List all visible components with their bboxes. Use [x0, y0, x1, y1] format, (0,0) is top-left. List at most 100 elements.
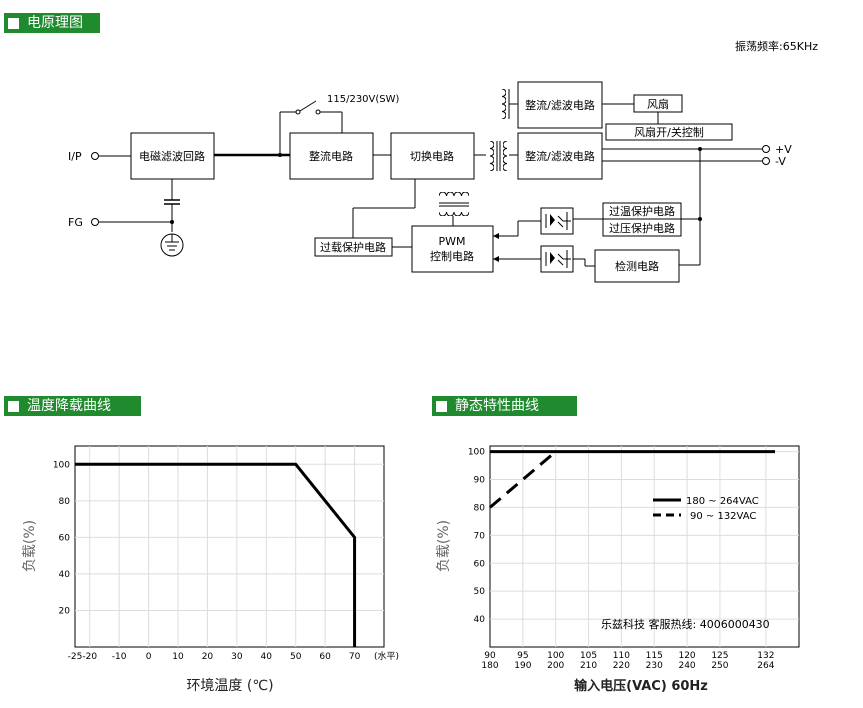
derating-curve — [75, 462, 357, 647]
fan-label: 风扇 — [647, 97, 669, 111]
x-tick-label: 132 — [757, 651, 774, 661]
x-tick-label: 120 — [678, 651, 695, 661]
derating-x-unit-note: (水平) — [374, 650, 399, 662]
y-tick-label: 80 — [474, 503, 486, 513]
pwm-label-line2: 控制电路 — [430, 249, 474, 263]
pwm-block — [411, 225, 494, 273]
emi-filter-label: 电磁滤波回路 — [139, 150, 205, 163]
header-square-icon — [8, 400, 19, 412]
input-terminal — [91, 152, 99, 160]
y-tick-label: 100 — [468, 448, 485, 458]
ground-icon — [160, 233, 184, 257]
transformer-icon — [489, 141, 508, 171]
detect-label: 检测电路 — [615, 259, 659, 273]
x-tick-label: 115 — [646, 651, 663, 661]
y-tick-label: 80 — [59, 497, 71, 507]
oscillation-frequency: 振荡频率:65KHz — [735, 39, 818, 53]
rect-filter-main-block — [517, 132, 603, 180]
y-tick-label: 20 — [59, 606, 71, 616]
static-x-axis-label: 输入电压(VAC) 60Hz — [574, 678, 708, 694]
input-label: I/P — [68, 150, 82, 163]
x-tick-label: 40 — [261, 652, 273, 662]
y-tick-label: 60 — [59, 533, 71, 543]
x-tick-label: 105 — [580, 651, 597, 661]
x-tick-label: 100 — [547, 651, 564, 661]
x-tick-label: 0 — [146, 652, 152, 662]
ot-protect-label: 过温保护电路 — [609, 204, 675, 218]
block-diagram: 振荡频率:65KHz I/P FG 电磁滤波回路 115/230V(SW) 整流… — [68, 39, 818, 283]
x-tick-label: 10 — [172, 652, 184, 662]
x-tick-label-secondary: 230 — [646, 661, 663, 671]
x-tick-label: 60 — [319, 652, 331, 662]
x-tick-label-secondary: 200 — [547, 661, 564, 671]
x-tick-label: 110 — [613, 651, 630, 661]
header-square-icon — [436, 400, 447, 412]
section-header-block-diagram: 电原理图 — [4, 13, 100, 33]
legend: 180 ~ 264VAC 90 ~ 132VAC — [653, 496, 759, 522]
overload-label: 过载保护电路 — [320, 240, 386, 254]
legend-label-dashed: 90 ~ 132VAC — [690, 511, 756, 522]
derating-plot-area — [74, 445, 385, 648]
rect-filter-fan-label: 整流/滤波电路 — [525, 98, 595, 112]
x-tick-label: 70 — [349, 652, 361, 662]
rect-filter-main-label: 整流/滤波电路 — [525, 149, 595, 163]
rectifier-label: 整流电路 — [309, 149, 353, 163]
x-tick-label-secondary: 264 — [757, 661, 774, 671]
fg-terminal — [91, 218, 99, 226]
x-tick-label-secondary: 220 — [613, 661, 630, 671]
y-tick-label: 40 — [474, 615, 486, 625]
rect-filter-fan-block — [517, 81, 603, 129]
switching-label: 切换电路 — [410, 149, 454, 163]
pwm-label-line1: PWM — [438, 235, 465, 248]
x-tick-label: 20 — [202, 652, 214, 662]
section-title: 温度降载曲线 — [27, 398, 111, 414]
derating-x-axis-label: 环境温度 (℃) — [186, 678, 273, 694]
x-tick-label-secondary: 210 — [580, 661, 597, 671]
x-tick-label: 125 — [711, 651, 728, 661]
pwm-transformer-icon — [439, 192, 469, 216]
y-tick-label: 90 — [474, 476, 486, 486]
switch-label: 115/230V(SW) — [327, 94, 400, 105]
derating-y-axis-label: 负载(%) — [22, 520, 38, 572]
y-tick-label: 50 — [474, 587, 486, 597]
x-tick-label-secondary: 240 — [678, 661, 695, 671]
static-y-axis-label: 负载(%) — [436, 520, 452, 572]
x-tick-label-secondary: 180 — [481, 661, 498, 671]
series-line-90-132 — [489, 450, 557, 509]
section-title: 电原理图 — [27, 15, 83, 31]
y-tick-label: 60 — [474, 559, 486, 569]
ov-protect-label: 过压保护电路 — [609, 221, 675, 235]
optocoupler-icon — [540, 207, 574, 235]
output-negative-terminal — [762, 157, 770, 165]
switching-block — [390, 132, 475, 180]
section-header-static: 静态特性曲线 — [432, 396, 577, 416]
y-tick-label: 40 — [59, 570, 71, 580]
detect-block — [594, 249, 680, 283]
section-header-derating: 温度降载曲线 — [4, 396, 141, 416]
fg-label: FG — [68, 216, 83, 229]
fan-control-block — [605, 123, 733, 141]
x-tick-label-secondary: 190 — [514, 661, 531, 671]
watermark: 乐兹科技 客服热线: 4006000430 — [601, 617, 770, 631]
legend-label-solid: 180 ~ 264VAC — [686, 496, 759, 507]
static-plot-area — [489, 445, 800, 648]
y-tick-label: 70 — [474, 531, 486, 541]
x-tick-label: 50 — [290, 652, 302, 662]
rectifier-block — [289, 132, 374, 180]
x-tick-label-secondary: 250 — [711, 661, 728, 671]
y-tick-label: 100 — [53, 460, 70, 470]
x-tick-label: 95 — [517, 651, 528, 661]
header-square-icon — [8, 17, 19, 29]
x-tick-label: 90 — [484, 651, 496, 661]
x-tick-label: 30 — [231, 652, 243, 662]
output-negative-label: -V — [775, 155, 786, 168]
x-tick-label: -25 — [68, 652, 83, 662]
output-positive-terminal — [762, 145, 770, 153]
x-tick-label: -20 — [82, 652, 97, 662]
section-title: 静态特性曲线 — [455, 398, 539, 414]
fan-control-label: 风扇开/关控制 — [634, 125, 704, 139]
emi-filter-block — [130, 132, 215, 180]
x-tick-label: -10 — [112, 652, 127, 662]
